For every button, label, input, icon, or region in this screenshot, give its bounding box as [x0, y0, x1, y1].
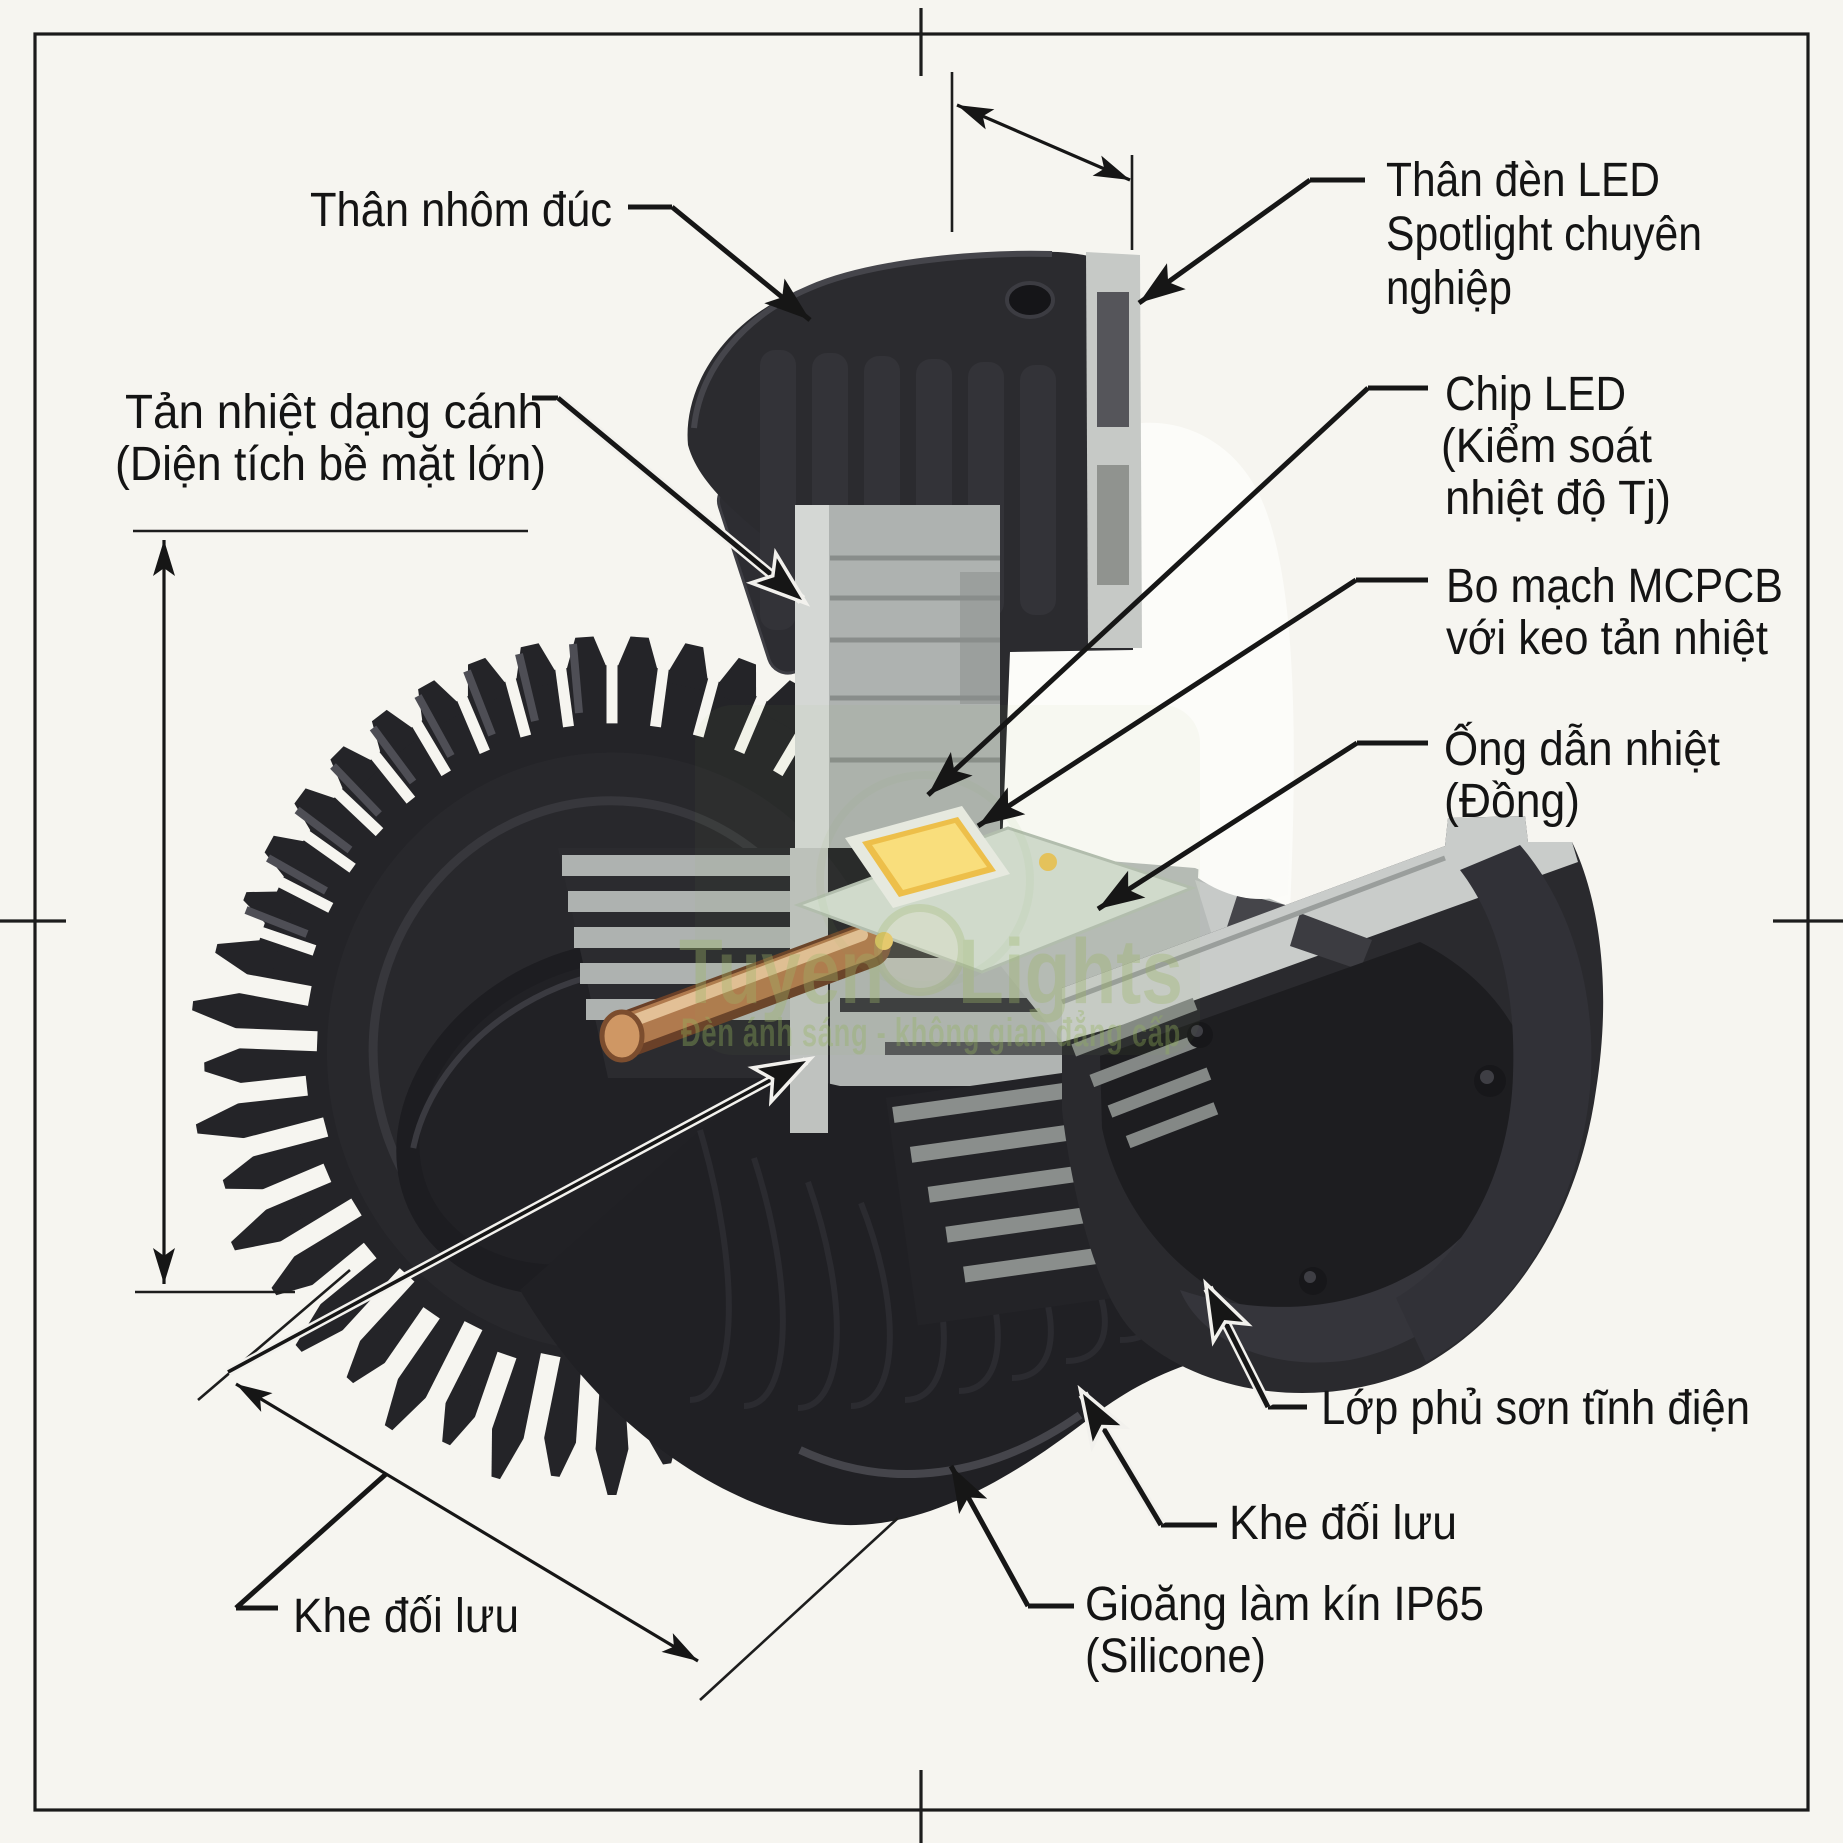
svg-text:Bo mạch MCPCB: Bo mạch MCPCB [1446, 560, 1783, 613]
svg-text:Tản nhiệt dạng cánh: Tản nhiệt dạng cánh [125, 386, 543, 439]
svg-text:Chip LED: Chip LED [1445, 368, 1626, 421]
svg-text:Thân nhôm đúc: Thân nhôm đúc [310, 184, 612, 237]
svg-text:Tuyen: Tuyen [679, 921, 884, 1023]
svg-text:nghiệp: nghiệp [1386, 262, 1512, 315]
svg-text:Lớp phủ sơn tĩnh điện: Lớp phủ sơn tĩnh điện [1321, 1382, 1750, 1435]
svg-text:(Kiểm soát: (Kiểm soát [1441, 420, 1652, 473]
svg-text:Thân đèn LED: Thân đèn LED [1386, 154, 1660, 207]
svg-text:Spotlight chuyên: Spotlight chuyên [1386, 208, 1702, 261]
svg-text:(Silicone): (Silicone) [1085, 1630, 1266, 1683]
svg-text:nhiệt độ Tj): nhiệt độ Tj) [1445, 472, 1671, 525]
svg-text:(Diện tích bề mặt lớn): (Diện tích bề mặt lớn) [115, 438, 546, 491]
svg-text:Lights: Lights [958, 921, 1183, 1023]
svg-text:Ống dẫn nhiệt: Ống dẫn nhiệt [1444, 721, 1720, 776]
svg-text:(Đồng): (Đồng) [1444, 775, 1580, 828]
svg-text:Khe đối lưu: Khe đối lưu [1229, 1497, 1457, 1550]
svg-text:với keo tản nhiệt: với keo tản nhiệt [1446, 612, 1768, 665]
svg-text:Gioăng làm kín IP65: Gioăng làm kín IP65 [1085, 1578, 1484, 1631]
svg-text:Khe đối lưu: Khe đối lưu [293, 1590, 519, 1643]
svg-text:Đèn ánh sáng - không gian đẳng: Đèn ánh sáng - không gian đẳng cấp [681, 1008, 1181, 1055]
